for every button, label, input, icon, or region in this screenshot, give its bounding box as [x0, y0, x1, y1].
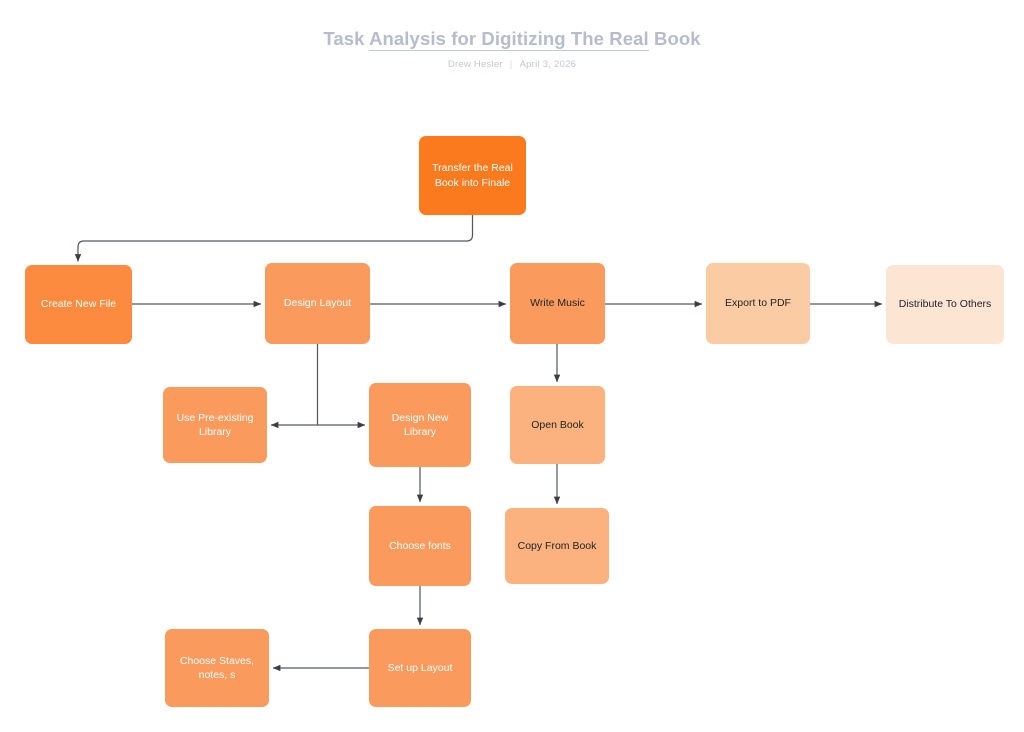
node-newlib[interactable]: Design New Library: [369, 383, 471, 467]
node-label: Transfer the Real Book into Finale: [432, 162, 513, 189]
node-create[interactable]: Create New File: [25, 265, 132, 344]
title-suffix: Book: [648, 28, 701, 49]
document-date: April 3, 2026: [519, 59, 577, 71]
node-label: Export to PDF: [725, 297, 791, 310]
node-transfer[interactable]: Transfer the Real Book into Finale: [419, 136, 526, 215]
node-design[interactable]: Design Layout: [265, 263, 370, 344]
node-write[interactable]: Write Music: [510, 263, 605, 344]
edge-design-to-new-library: [316, 344, 366, 429]
node-label: Create New File: [40, 298, 117, 311]
node-label: Write Music: [530, 297, 585, 310]
node-label: Distribute To Others: [898, 298, 992, 311]
node-distribute[interactable]: Distribute To Others: [886, 265, 1004, 344]
node-label: Open Book: [531, 418, 584, 431]
node-staves[interactable]: Choose Staves, notes, s: [165, 629, 269, 707]
node-label: Use Pre-existing Library: [176, 411, 254, 438]
node-label: Choose Staves, notes, s: [179, 654, 255, 681]
node-fonts[interactable]: Choose fonts: [369, 506, 471, 586]
node-label: Design New Library: [391, 411, 449, 438]
node-label: Set up Layout: [387, 661, 453, 674]
node-setup[interactable]: Set up Layout: [369, 629, 471, 707]
document-header: Task Analysis for Digitizing The Real Bo…: [0, 0, 1024, 70]
node-label: Design Layout: [283, 297, 352, 310]
node-export[interactable]: Export to PDF: [706, 263, 810, 344]
document-byline: Drew Hesler | April 3, 2026: [0, 59, 1024, 70]
edge-transfer-to-create: [74, 215, 474, 262]
node-prelib[interactable]: Use Pre-existing Library: [163, 387, 267, 463]
author-name: Drew Hesler: [447, 59, 503, 71]
page-title: Task Analysis for Digitizing The Real Bo…: [323, 28, 701, 51]
byline-separator: |: [509, 59, 513, 71]
node-copybook[interactable]: Copy From Book: [505, 508, 609, 584]
node-openbook[interactable]: Open Book: [510, 386, 605, 464]
title-underlined-part: Analysis for Digitizing The Real: [369, 28, 649, 51]
node-label: Choose fonts: [389, 539, 451, 552]
node-label: Copy From Book: [517, 539, 597, 552]
title-prefix: Task: [323, 28, 370, 49]
